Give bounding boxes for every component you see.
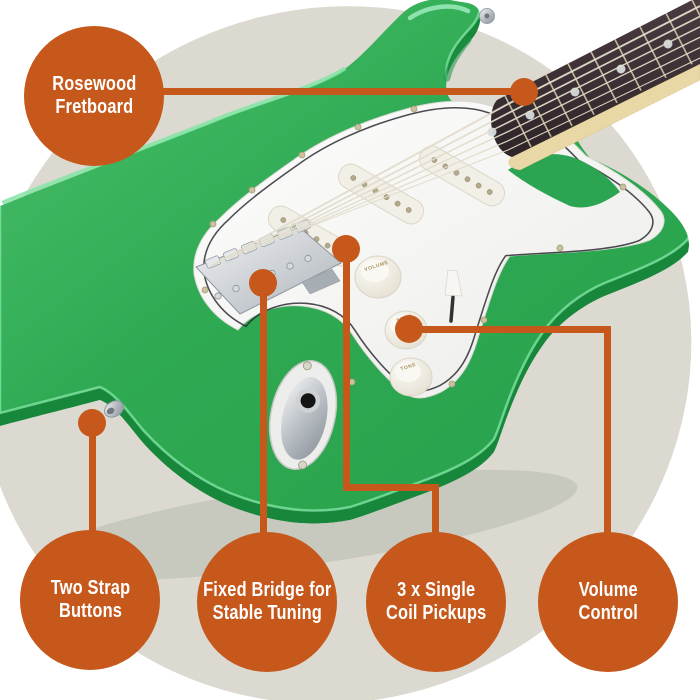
connector-line-fixed-bridge: [260, 283, 267, 535]
connector-dot-two-strap-buttons: [78, 409, 106, 437]
jack-plate-screw-top: [302, 361, 312, 371]
callout-volume-control: Volume Control: [538, 532, 678, 672]
middle-pickup: [337, 163, 425, 225]
callout-single-coil-pickups: 3 x Single Coil Pickups: [366, 532, 506, 672]
jack-plate-screw-bottom: [298, 460, 307, 470]
single-coil-pickups: [267, 145, 506, 267]
connector-dot-volume: [395, 315, 423, 343]
callout-label-line: Coil Pickups: [385, 602, 487, 624]
connector-dot-rosewood-fretboard: [510, 78, 538, 106]
callout-fixed-bridge: Fixed Bridge for Stable Tuning: [197, 532, 337, 672]
connector-line-two-strap-buttons: [89, 423, 96, 533]
callout-label-line: Control: [578, 602, 638, 624]
pickup-selector-switch: [444, 269, 463, 323]
callout-label-line: 3 x Single: [396, 578, 476, 601]
output-jack-plate: [268, 360, 338, 470]
connector-line-volume-horizontal: [409, 326, 611, 333]
callout-label-line: Buttons: [58, 600, 122, 622]
connector-line-rosewood-fretboard: [150, 88, 524, 95]
body-shadow: [32, 469, 578, 581]
horn-curl-shadow: [443, 36, 472, 82]
strap-button-horn-screw: [484, 13, 490, 19]
connector-line-volume-vertical: [604, 326, 611, 534]
body-edge-highlight: [2, 67, 346, 204]
strap-button-bottom: [104, 400, 124, 418]
connector-dot-fixed-bridge: [249, 269, 277, 297]
connector-line-pickups-vertical-bottom: [432, 484, 439, 535]
callout-label-line: Stable Tuning: [212, 602, 322, 624]
tone-knob-2-label: TONE: [400, 362, 417, 373]
callout-rosewood-fretboard: Rosewood Fretboard: [24, 26, 164, 166]
volume-knob: VOLUME: [354, 255, 402, 299]
connector-line-pickups-vertical-top: [343, 249, 350, 488]
strings: [210, 5, 700, 267]
callout-two-strap-buttons: Two Strap Buttons: [20, 530, 160, 670]
maple-neck-side: [508, 63, 700, 171]
treble-horn: [508, 154, 620, 208]
callout-label-line: Fixed Bridge for: [202, 578, 332, 601]
callout-label-line: Rosewood: [51, 72, 137, 95]
horn-highlight: [407, 4, 471, 21]
connector-dot-pickups: [332, 235, 360, 263]
connector-line-pickups-horizontal: [343, 484, 439, 491]
callout-label-line: Two Strap: [50, 576, 130, 599]
tone-knob-2: TONE: [389, 357, 433, 397]
callout-label-line: Volume: [578, 578, 638, 601]
callout-label-line: Fretboard: [54, 96, 134, 118]
